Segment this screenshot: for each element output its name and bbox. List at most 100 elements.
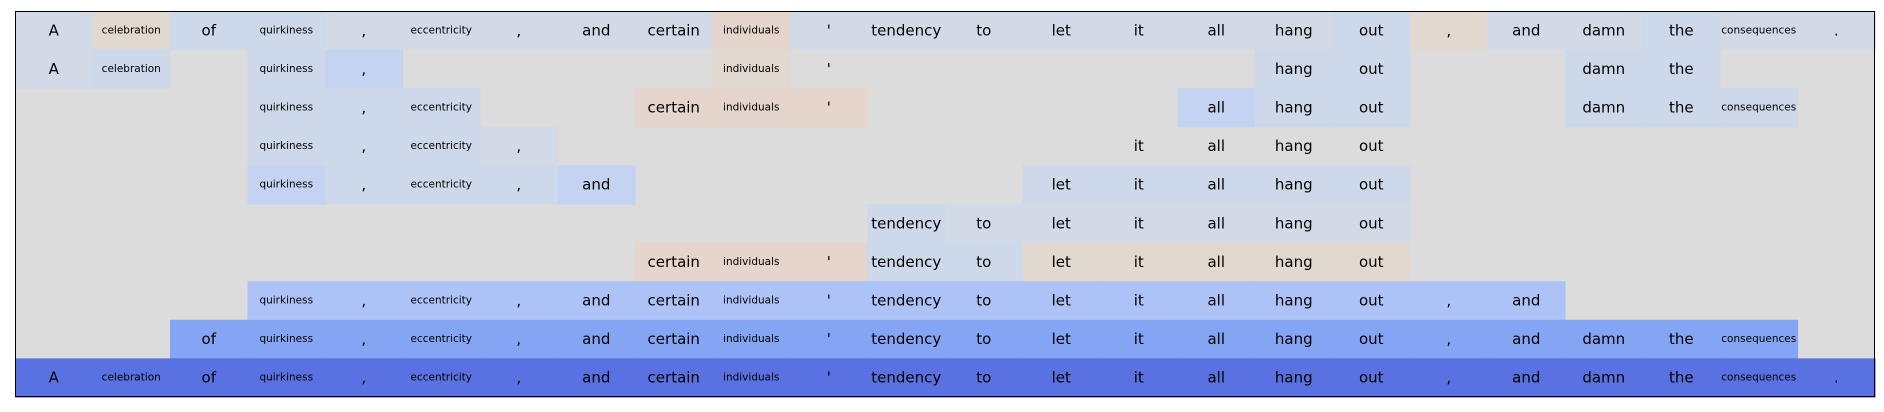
token-label: quirkiness (259, 295, 313, 307)
token-label: and (1512, 21, 1540, 39)
token-label: hang (1275, 253, 1313, 271)
token-label: tendency (871, 253, 941, 271)
heatmap-cell (557, 281, 636, 321)
token-label: hang (1275, 21, 1313, 39)
token-label: eccentricity (411, 295, 473, 307)
heatmap-cell (1332, 319, 1411, 359)
token-label: to (976, 292, 991, 310)
token-label: damn (1582, 330, 1625, 348)
token-label: eccentricity (411, 140, 473, 152)
heatmap-cell (1332, 204, 1411, 244)
token-label: of (202, 21, 217, 39)
heatmap-cell (790, 358, 869, 398)
heatmap-cell (1255, 204, 1334, 244)
token-label: damn (1582, 60, 1625, 78)
token-label: it (1134, 253, 1144, 271)
heatmap-cell (1332, 242, 1411, 282)
heatmap-cell (1720, 11, 1799, 51)
heatmap-cell (1797, 358, 1876, 398)
token-label: the (1669, 60, 1694, 78)
heatmap-cell (945, 242, 1024, 282)
heatmap-cell (480, 319, 559, 359)
token-label: the (1669, 99, 1694, 117)
heatmap-cell (1642, 11, 1721, 51)
heatmap-cell (480, 126, 559, 166)
heatmap-cell (1642, 49, 1721, 89)
heatmap-cell (402, 165, 481, 205)
heatmap-cell (712, 49, 791, 89)
heatmap-cell (1487, 11, 1566, 51)
token-label: all (1207, 369, 1225, 387)
token-label: the (1669, 369, 1694, 387)
token-label: quirkiness (259, 179, 313, 191)
token-label: individuals (723, 102, 779, 114)
token-label: , (1446, 292, 1451, 310)
heatmap-cell (1255, 165, 1334, 205)
heatmap-cell (1720, 319, 1799, 359)
heatmap-cell (1177, 88, 1256, 128)
heatmap-cell (402, 126, 481, 166)
heatmap-cell (867, 319, 946, 359)
heatmap-cell (557, 319, 636, 359)
token-label: certain (648, 369, 700, 387)
token-label: let (1052, 292, 1071, 310)
heatmap-cell (1410, 319, 1489, 359)
token-label: certain (648, 253, 700, 271)
heatmap-cell (1565, 319, 1644, 359)
token-label: individuals (723, 333, 779, 345)
token-label: and (582, 176, 610, 194)
heatmap-cell (15, 49, 94, 89)
heatmap-cell (325, 281, 404, 321)
token-label: damn (1582, 21, 1625, 39)
token-label: out (1359, 330, 1384, 348)
heatmap-cell (15, 11, 94, 51)
token-label: let (1052, 253, 1071, 271)
token-label: A (49, 60, 60, 78)
heatmap-cell (867, 11, 946, 51)
token-label: tendency (871, 330, 941, 348)
heatmap-cell (1332, 281, 1411, 321)
token-label: all (1207, 99, 1225, 117)
heatmap-cell (1332, 49, 1411, 89)
heatmap-cell (1642, 319, 1721, 359)
token-label: out (1359, 137, 1384, 155)
heatmap-cell (247, 11, 326, 51)
token-label: out (1359, 176, 1384, 194)
heatmap-cell (1177, 204, 1256, 244)
token-label: , (1446, 330, 1451, 348)
heatmap-cell (402, 11, 481, 51)
heatmap-cell (557, 165, 636, 205)
heatmap-cell (480, 165, 559, 205)
token-label: ' (827, 292, 831, 310)
heatmap-cell (325, 319, 404, 359)
token-label: hang (1275, 60, 1313, 78)
token-label: , (1446, 21, 1451, 39)
token-label: , (516, 330, 521, 348)
heatmap-cell (635, 11, 714, 51)
heatmap-cell (170, 319, 249, 359)
heatmap-cell (247, 49, 326, 89)
token-label: out (1359, 99, 1384, 117)
token-label: certain (648, 292, 700, 310)
heatmap-cell (1565, 11, 1644, 51)
token-label: eccentricity (411, 102, 473, 114)
heatmap-cell (790, 242, 869, 282)
heatmap-cell (635, 242, 714, 282)
heatmap-cell (867, 204, 946, 244)
heatmap-cell (1022, 165, 1101, 205)
token-label: A (49, 21, 60, 39)
heatmap-cell (712, 242, 791, 282)
heatmap-cell (247, 358, 326, 398)
heatmap-cell (1100, 165, 1179, 205)
token-label: hang (1275, 176, 1313, 194)
heatmap-cell (1022, 204, 1101, 244)
heatmap-cell (945, 204, 1024, 244)
heatmap-cell (402, 319, 481, 359)
token-label: quirkiness (259, 102, 313, 114)
token-label: , (516, 292, 521, 310)
heatmap-cell (1332, 11, 1411, 51)
token-label: certain (648, 99, 700, 117)
token-label: and (582, 292, 610, 310)
heatmap-cell (1100, 204, 1179, 244)
